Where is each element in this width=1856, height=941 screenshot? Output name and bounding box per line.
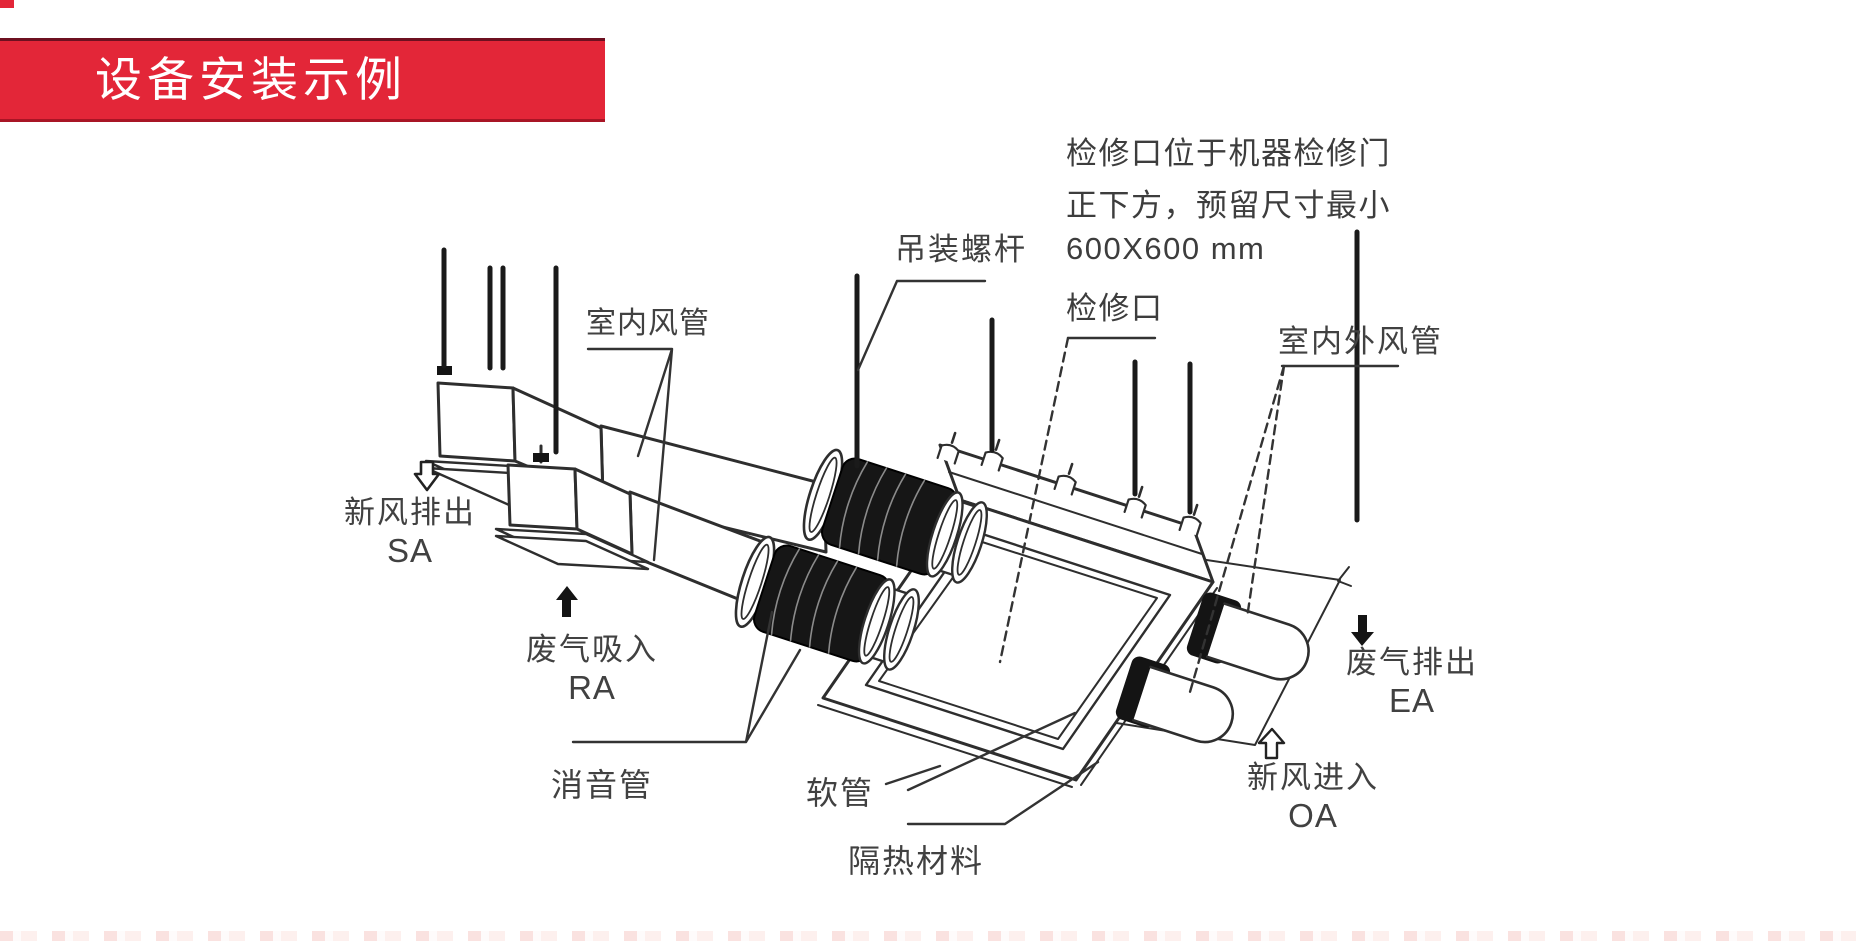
silencer-upper (802, 448, 988, 584)
label-hose: 软管 (806, 775, 875, 811)
mounting-bolt (533, 453, 549, 462)
label-indoor-outdoor-duct: 室内外风管 (1278, 324, 1443, 359)
return-air-label-block: 废气吸入 RA (512, 631, 672, 707)
label-silencer: 消音管 (551, 767, 654, 803)
supply-air-code: SA (386, 532, 434, 569)
hanging-rods (441, 229, 1360, 523)
outdoor-air-code: OA (1288, 797, 1338, 834)
access-note-line1: 检修口位于机器检修门 (1066, 136, 1391, 171)
leader-lines (571, 279, 1400, 826)
exhaust-air-label-block: 废气排出 EA (1332, 644, 1492, 720)
ra-diffuser-box (494, 444, 650, 571)
label-indoor-duct: 室内风管 (586, 307, 710, 340)
exhaust-air-name: 废气排出 (1346, 645, 1478, 680)
access-note-line4: 检修口 (1066, 291, 1164, 326)
corner-red-chip (0, 0, 14, 8)
section-banner: 设备安装示例 (0, 38, 605, 122)
outdoor-air-name: 新风进入 (1247, 760, 1379, 795)
access-note-line3: 600X600 mm (1066, 231, 1266, 266)
outdoor-pipe-upper (1186, 592, 1310, 681)
hanger-brackets (936, 431, 1202, 537)
exhaust-air-code: EA (1388, 682, 1436, 719)
return-air-code: RA (568, 669, 616, 706)
supply-air-name: 新风排出 (344, 495, 476, 530)
label-hanging-rod: 吊装螺杆 (895, 232, 1027, 267)
silencer-lower (734, 535, 920, 671)
cutoff-text-strip (0, 931, 1856, 941)
access-note-line2: 正下方，预留尺寸最小 (1066, 188, 1391, 223)
outdoor-pipe-lower (1115, 656, 1235, 744)
ea-solid-down-arrow-icon (1351, 615, 1374, 646)
supply-air-label-block: 新风排出 SA (330, 494, 490, 570)
mounting-bolt (437, 366, 452, 375)
outdoor-air-label-block: 新风进入 OA (1233, 759, 1393, 835)
oa-hollow-up-arrow-icon (1257, 727, 1286, 760)
return-air-name: 废气吸入 (526, 632, 658, 667)
label-insulation: 隔热材料 (848, 843, 985, 879)
ra-solid-up-arrow-icon (556, 586, 578, 617)
sa-hollow-down-arrow-icon (413, 460, 441, 492)
page-title: 设备安装示例 (95, 53, 407, 106)
